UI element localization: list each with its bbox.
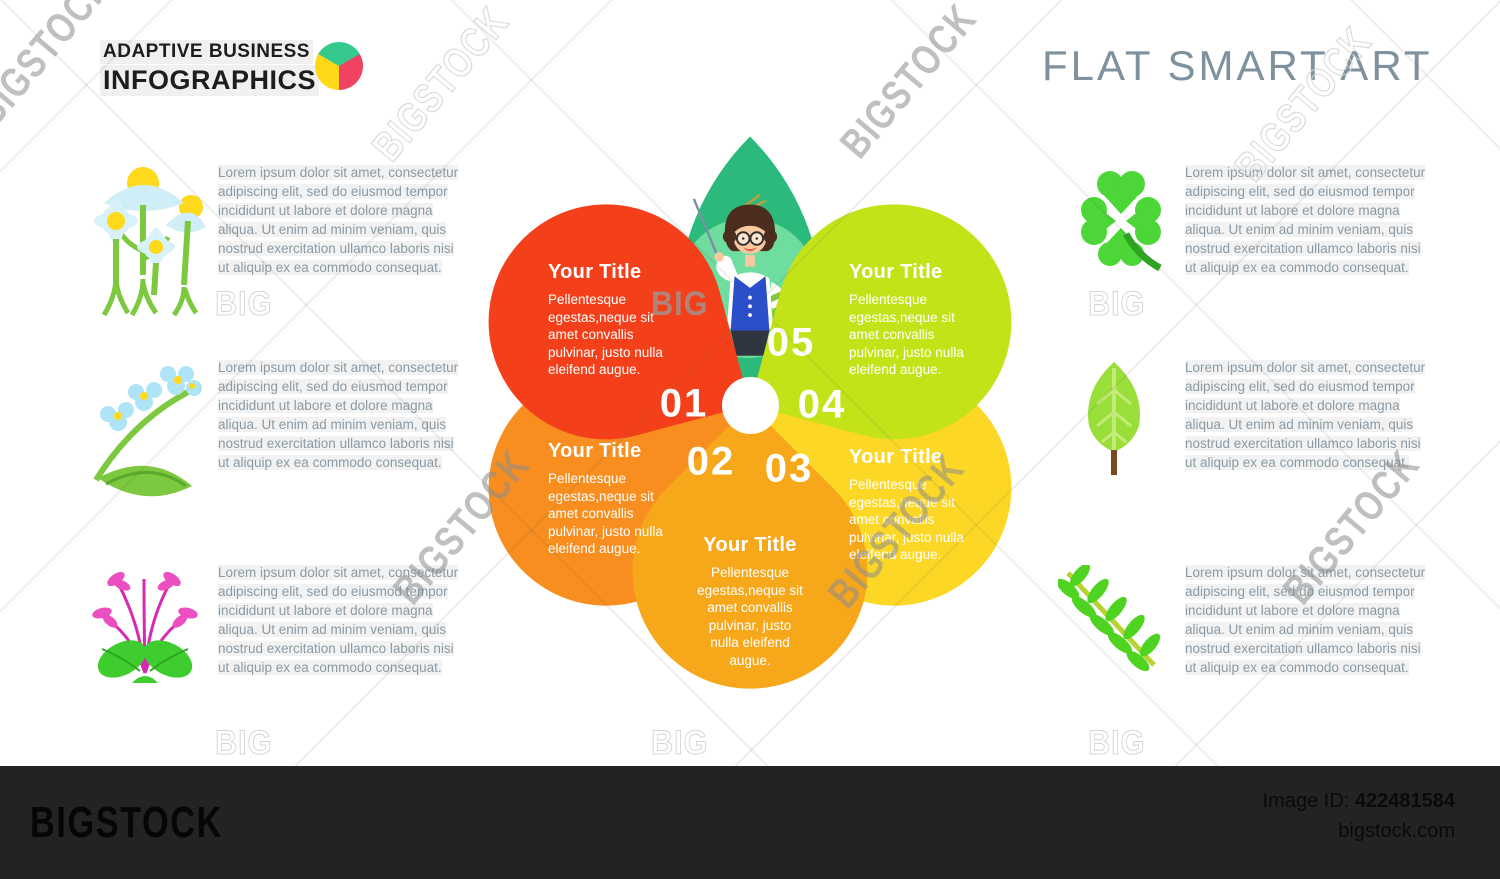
cyclamen-petals bbox=[92, 571, 198, 628]
page-title: FLAT SMART ART bbox=[1042, 42, 1433, 89]
petal-number-03: 03 bbox=[764, 446, 814, 491]
smile bbox=[743, 247, 757, 252]
clover-icon bbox=[1081, 171, 1162, 272]
petal-number-04: 04 bbox=[797, 382, 847, 427]
big-watermark: BIG bbox=[1088, 724, 1146, 763]
big-watermark: BIG bbox=[215, 724, 273, 763]
bigstock-watermark: BIGSTOCK bbox=[830, 0, 986, 167]
hair-stick bbox=[743, 193, 761, 208]
cyclamen-flower-icon bbox=[92, 571, 198, 683]
bigstock-site-link[interactable]: bigstock.com bbox=[1338, 820, 1455, 842]
adaptive-business-logo: ADAPTIVE BUSINESS INFOGRAPHICS bbox=[100, 40, 320, 96]
dark-skirt bbox=[730, 330, 770, 356]
cyclamen-leaves bbox=[97, 640, 193, 678]
birch-leaf-icon bbox=[1088, 362, 1140, 475]
blue-vest bbox=[730, 276, 770, 331]
petal-number-05: 05 bbox=[766, 320, 816, 365]
bigstock-footer-bar: BIGSTOCK Image ID: 422481584 bigstock.co… bbox=[0, 766, 1500, 879]
big-watermark: BIG bbox=[651, 724, 709, 763]
big-watermark: BIG bbox=[651, 285, 709, 323]
forget-me-not-icon bbox=[93, 366, 202, 497]
pie-chart-icon bbox=[315, 42, 363, 90]
center-circle bbox=[722, 377, 779, 434]
pointer-stick bbox=[692, 198, 719, 256]
logo-text-line2: INFOGRAPHICS bbox=[100, 65, 320, 96]
petal-number-02: 02 bbox=[686, 439, 736, 484]
logo-text-line1: ADAPTIVE BUSINESS bbox=[100, 40, 313, 64]
clover-leaves bbox=[1081, 171, 1161, 266]
big-watermark: BIG bbox=[1088, 285, 1146, 324]
bigstock-watermark: BIGSTOCK bbox=[362, 0, 518, 170]
big-watermark: BIG bbox=[215, 285, 273, 324]
fern-leaflets bbox=[1058, 565, 1161, 672]
petal-number-01: 01 bbox=[659, 381, 709, 426]
bigstock-logo: BIGSTOCK bbox=[30, 798, 224, 847]
chamomile-flowers-icon bbox=[94, 167, 206, 317]
image-id: Image ID: 422481584 bbox=[1262, 790, 1455, 812]
fern-icon bbox=[1058, 565, 1161, 672]
blue-blossoms bbox=[100, 366, 202, 431]
